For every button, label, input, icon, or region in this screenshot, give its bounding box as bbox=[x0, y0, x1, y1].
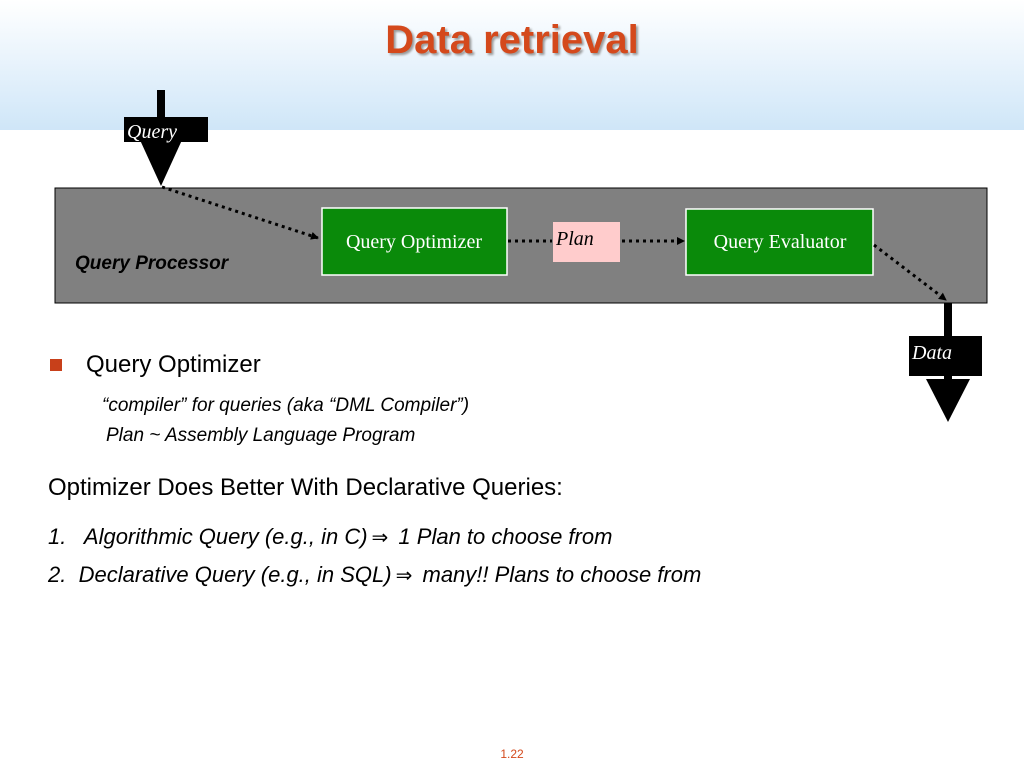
bullet-sub-plan: Plan ~ Assembly Language Program bbox=[106, 425, 416, 446]
implies-icon: ⇒ bbox=[371, 525, 389, 549]
data-output-label: Data bbox=[911, 342, 952, 364]
list-lhs: Algorithmic Query (e.g., in C) bbox=[83, 524, 368, 549]
bullet-square bbox=[50, 359, 62, 371]
list-rhs: 1 Plan to choose from bbox=[398, 524, 613, 549]
header-band bbox=[0, 0, 1024, 130]
list-rhs: many!! Plans to choose from bbox=[422, 562, 702, 587]
list-item-declarative: 2. Declarative Query (e.g., in SQL)⇒ man… bbox=[48, 562, 701, 588]
query-optimizer-box bbox=[321, 207, 508, 276]
bullet-sub-compiler: “compiler” for queries (aka “DML Compile… bbox=[102, 395, 470, 416]
plan-box bbox=[553, 222, 620, 262]
plan-label: Plan bbox=[555, 228, 594, 250]
query-processor-label: Query Processor bbox=[75, 253, 230, 274]
connector-evaluator-to-data bbox=[873, 243, 947, 302]
page-number: 1.22 bbox=[500, 747, 524, 761]
query-input-label-box bbox=[124, 117, 208, 142]
bullet-query-optimizer: Query Optimizer bbox=[86, 351, 261, 378]
query-optimizer-label: Query Optimizer bbox=[346, 231, 482, 253]
list-number: 1. bbox=[48, 524, 67, 549]
query-evaluator-box bbox=[685, 208, 874, 276]
list-item-algorithmic: 1. Algorithmic Query (e.g., in C)⇒ 1 Pla… bbox=[48, 524, 612, 550]
list-number: 2. bbox=[48, 562, 67, 587]
query-evaluator-label: Query Evaluator bbox=[714, 231, 847, 253]
implies-icon: ⇒ bbox=[395, 563, 413, 587]
slide-title: Data retrieval bbox=[385, 18, 639, 62]
query-input-label: Query bbox=[127, 121, 177, 143]
data-output-label-box bbox=[909, 336, 982, 376]
section-heading: Optimizer Does Better With Declarative Q… bbox=[48, 474, 563, 501]
query-input-arrow bbox=[140, 90, 182, 186]
list-lhs: Declarative Query (e.g., in SQL) bbox=[78, 562, 392, 587]
